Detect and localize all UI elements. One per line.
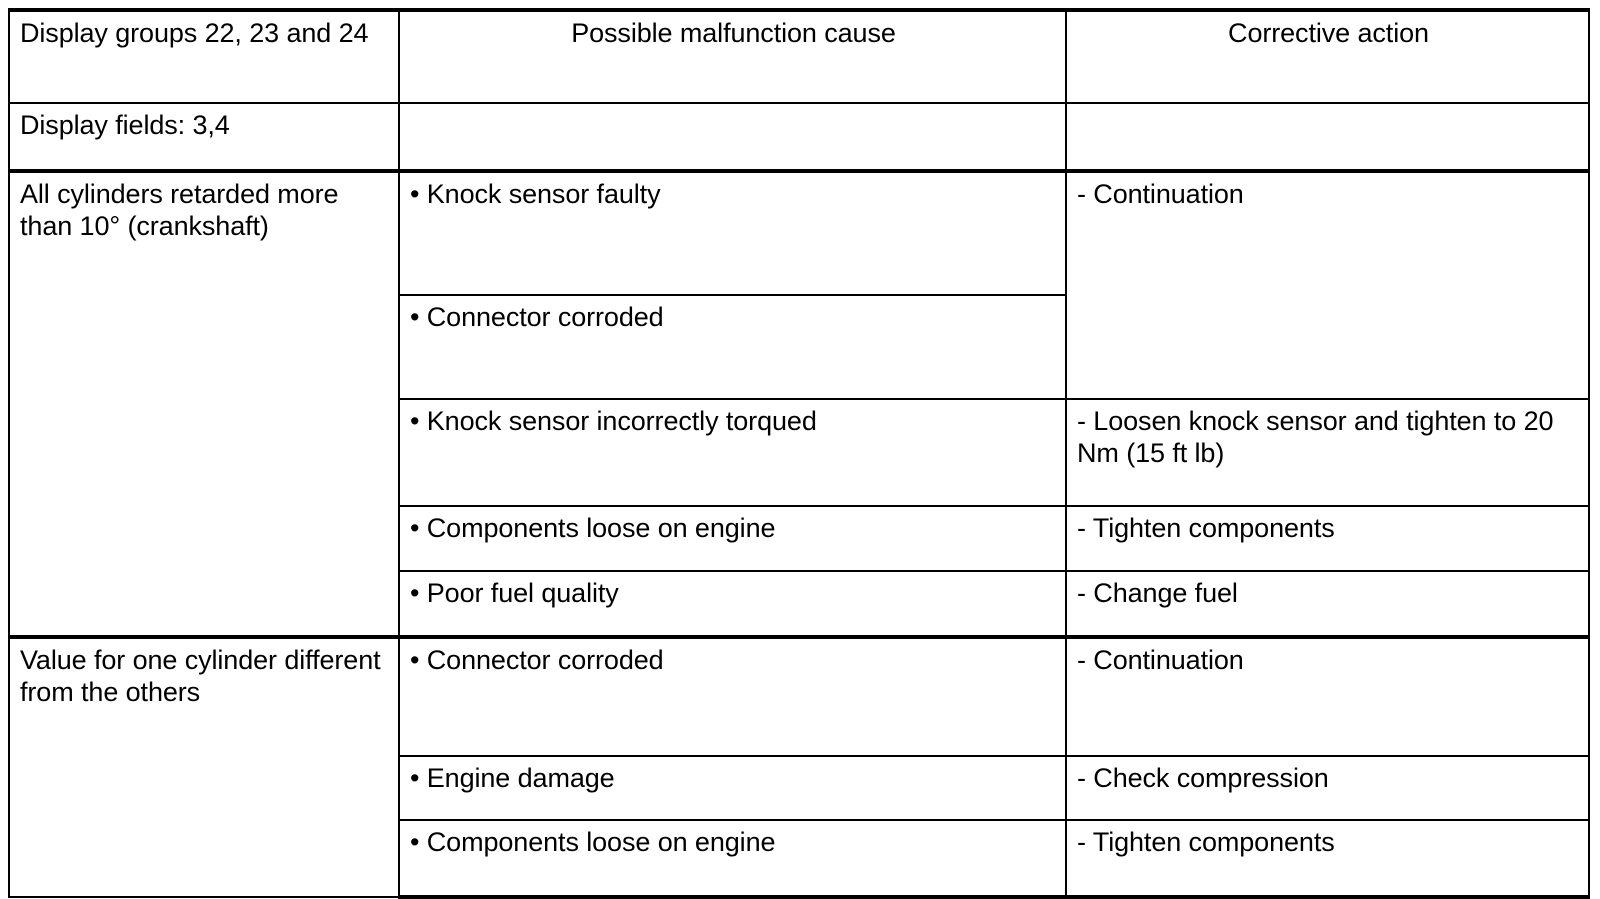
action-cell: - Tighten components: [1065, 819, 1590, 899]
cause-cell: • Components loose on engine: [398, 819, 1067, 899]
action-cell: - Check compression: [1065, 755, 1590, 821]
table-row: • Knock sensor incorrectly torqued - Loo…: [9, 398, 1590, 507]
header-possible-malfunction-cause: Possible malfunction cause: [398, 8, 1067, 104]
subheader-cause-empty: [398, 102, 1067, 173]
table-row: • Poor fuel quality - Change fuel: [9, 570, 1590, 639]
cause-cell: • Connector corroded: [398, 294, 1067, 400]
table-subheader-row: Display fields: 3,4: [8, 102, 1590, 173]
action-cell: - Tighten components: [1065, 505, 1590, 572]
section-1-condition: All cylinders retarded more than 10° (cr…: [8, 169, 400, 638]
section-2-condition: Value for one cylinder different from th…: [8, 635, 400, 898]
cause-cell: • Engine damage: [398, 755, 1067, 821]
action-cell: - Change fuel: [1065, 570, 1590, 639]
table-row: • Connector corroded: [9, 294, 1589, 400]
malfunction-troubleshooting-table: Display groups 22, 23 and 24 Possible ma…: [8, 8, 1590, 899]
table-row: • Components loose on engine - Tighten c…: [9, 505, 1590, 572]
cause-cell: • Knock sensor incorrectly torqued: [398, 398, 1067, 507]
table-header-row: Display groups 22, 23 and 24 Possible ma…: [8, 8, 1590, 104]
cause-cell: • Components loose on engine: [398, 505, 1067, 572]
header-display-groups: Display groups 22, 23 and 24: [8, 8, 400, 104]
action-cell: - Continuation: [1065, 169, 1590, 400]
table-row: All cylinders retarded more than 10° (cr…: [8, 169, 1590, 638]
cause-cell: • Poor fuel quality: [398, 570, 1067, 639]
subheader-action-empty: [1065, 102, 1590, 173]
subheader-display-fields: Display fields: 3,4: [8, 102, 400, 173]
action-cell: - Continuation: [1065, 635, 1590, 757]
cause-cell: • Connector corroded: [398, 635, 1067, 757]
action-cell: - Loosen knock sensor and tighten to 20 …: [1065, 398, 1590, 507]
header-corrective-action: Corrective action: [1065, 8, 1590, 104]
table-row: Value for one cylinder different from th…: [8, 635, 1590, 898]
document-page: Display groups 22, 23 and 24 Possible ma…: [8, 8, 1590, 899]
cause-cell: • Knock sensor faulty: [398, 169, 1067, 296]
table-row: • Engine damage - Check compression: [9, 755, 1590, 821]
